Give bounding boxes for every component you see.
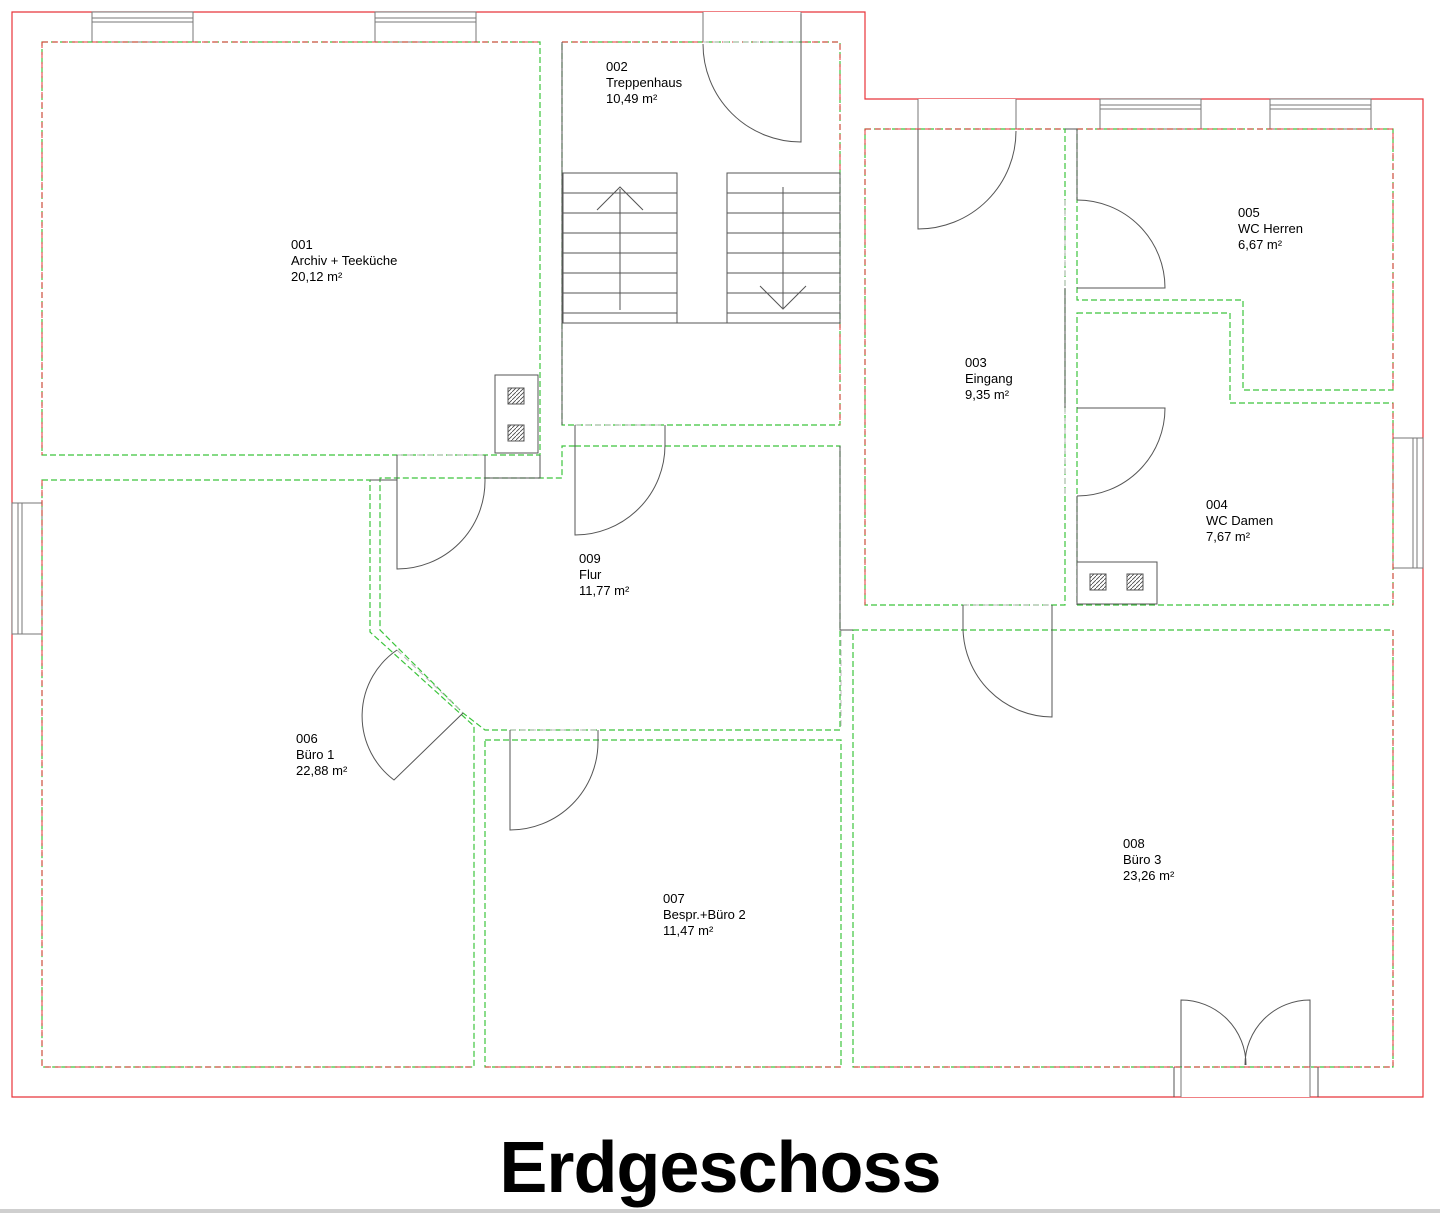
room-008-outline <box>852 629 1394 1068</box>
room-003-outline <box>864 128 1066 606</box>
bottom-divider <box>0 1209 1440 1213</box>
room-003-label: 003 Eingang 9,35 m² <box>965 355 1016 402</box>
outer-wall <box>11 11 1424 1098</box>
room-008-label: 008 Büro 3 23,26 m² <box>1123 836 1175 883</box>
page-title: Erdgeschoss <box>499 1128 941 1208</box>
room-002-label: 002 Treppenhaus 10,49 m² <box>606 59 686 106</box>
room-009-label: 009 Flur 11,77 m² <box>579 551 630 598</box>
door-openings <box>396 41 1066 731</box>
doors <box>361 14 1311 1067</box>
windows <box>11 11 1424 1097</box>
room-007-label: 007 Bespr.+Büro 2 11,47 m² <box>663 891 749 938</box>
room-007-outline <box>484 739 842 1068</box>
room-005-label: 005 WC Herren 6,67 m² <box>1238 205 1307 252</box>
staircase <box>562 172 841 324</box>
room-labels: 001 Archiv + Teeküche 20,12 m² 002 Trepp… <box>291 59 1307 938</box>
wall-lines <box>370 42 1319 1097</box>
room-006-label: 006 Büro 1 22,88 m² <box>296 731 348 778</box>
shafts <box>494 374 1158 605</box>
room-004-label: 004 WC Damen 7,67 m² <box>1206 497 1277 544</box>
room-004-outline <box>1076 312 1394 606</box>
room-005-outline <box>1076 128 1394 391</box>
room-001-label: 001 Archiv + Teeküche 20,12 m² <box>291 237 401 284</box>
